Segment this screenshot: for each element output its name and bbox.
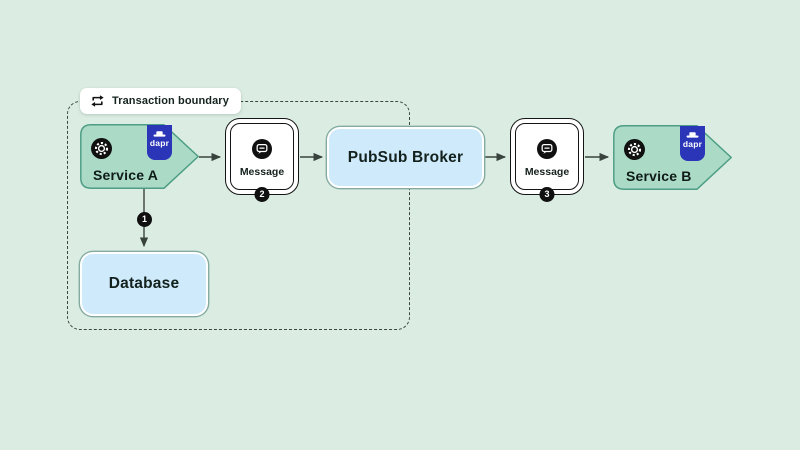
message-icon (252, 139, 272, 159)
pubsub-broker-label: PubSub Broker (347, 148, 464, 166)
swap-arrows-icon (91, 95, 104, 107)
service-a-label: Service A (93, 167, 159, 183)
step-badge-3: 3 (539, 187, 555, 202)
message-inner-frame: Message (515, 123, 579, 190)
dapr-hat-icon (153, 131, 166, 137)
dapr-badge: dapr (147, 125, 172, 160)
pubsub-broker-node: PubSub Broker (327, 127, 484, 188)
message-label: Message (239, 166, 285, 178)
transaction-boundary-label: Transaction boundary (80, 88, 241, 114)
message-icon (537, 139, 557, 159)
database-node: Database (80, 252, 208, 316)
step-badge-2: 2 (254, 187, 270, 202)
message-inner-frame: Message (230, 123, 294, 190)
message-node-outbound: Message 2 (225, 118, 299, 202)
service-a-node: dapr Service A (80, 124, 199, 189)
gear-icon (91, 138, 112, 159)
transaction-boundary-label-text: Transaction boundary (112, 95, 229, 107)
service-b-label: Service B (626, 168, 692, 184)
dapr-badge-label: dapr (149, 138, 170, 148)
message-node-inbound: Message 3 (510, 118, 584, 202)
step-badge-1: 1 (137, 212, 152, 227)
dapr-badge: dapr (680, 126, 705, 161)
gear-icon (624, 139, 645, 160)
service-b-node: dapr Service B (613, 125, 732, 190)
dapr-badge-label: dapr (682, 139, 703, 149)
dapr-hat-icon (686, 132, 699, 138)
message-label: Message (524, 166, 570, 178)
database-label: Database (108, 275, 180, 292)
